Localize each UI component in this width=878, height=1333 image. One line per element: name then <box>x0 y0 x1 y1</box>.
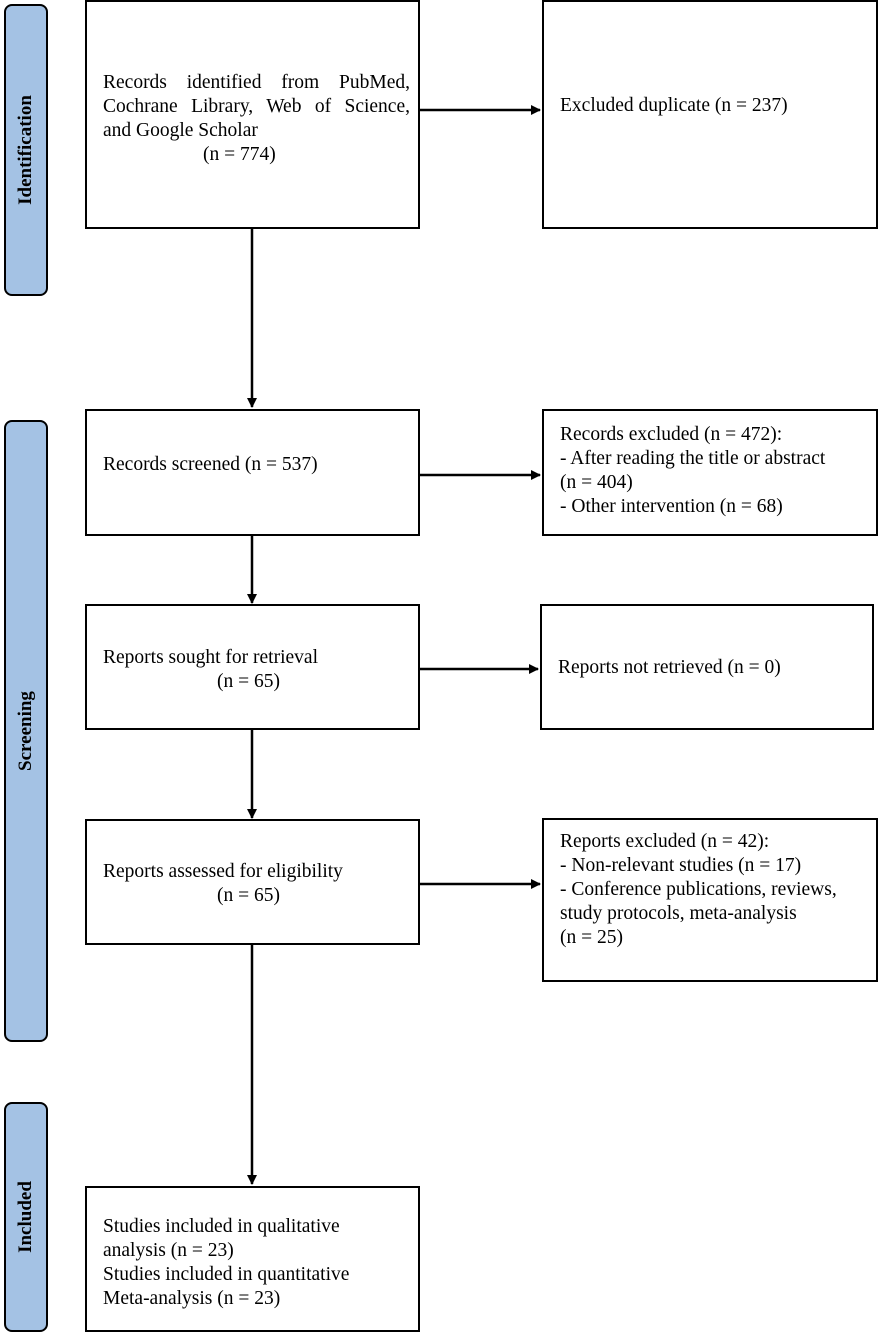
records-excluded-box: Records excluded (n = 472): - After read… <box>542 409 878 536</box>
reports-excluded-reason-2-count: (n = 25) <box>560 927 623 948</box>
phase-included: Included <box>4 1102 48 1332</box>
records-screened-text: Records screened (n = 537) <box>103 454 318 475</box>
reports-sought-count: (n = 65) <box>217 671 280 692</box>
reports-sought-box: Reports sought for retrieval (n = 65) <box>85 604 420 730</box>
reports-sought-text: Reports sought for retrieval <box>103 647 318 668</box>
reports-assessed-count: (n = 65) <box>217 885 280 906</box>
phase-screening: Screening <box>4 420 48 1042</box>
records-excluded-reason-2: - Other intervention (n = 68) <box>560 496 783 517</box>
studies-included-qualitative: Studies included in qualitative <box>103 1216 340 1237</box>
reports-assessed-box: Reports assessed for eligibility (n = 65… <box>85 819 420 945</box>
records-identified-line-1: Records identified from PubMed, <box>103 72 410 93</box>
studies-included-qualitative-count: analysis (n = 23) <box>103 1240 234 1261</box>
reports-not-retrieved-text: Reports not retrieved (n = 0) <box>558 657 781 678</box>
records-identified-box: Records identified from PubMed, Cochrane… <box>85 0 420 229</box>
reports-excluded-reason-2: - Conference publications, reviews, <box>560 879 837 900</box>
reports-excluded-title: Reports excluded (n = 42): <box>560 831 770 852</box>
reports-not-retrieved-box: Reports not retrieved (n = 0) <box>540 604 874 730</box>
records-identified-line-2: Cochrane Library, Web of Science, <box>103 96 410 117</box>
reports-excluded-box: Reports excluded (n = 42): - Non-relevan… <box>542 818 878 982</box>
excluded-duplicate-text: Excluded duplicate (n = 237) <box>560 95 788 116</box>
phase-identification: Identification <box>4 4 48 296</box>
studies-included-box: Studies included in qualitative analysis… <box>85 1186 420 1332</box>
reports-assessed-text: Reports assessed for eligibility <box>103 861 343 882</box>
records-screened-box: Records screened (n = 537) <box>85 409 420 536</box>
records-excluded-title: Records excluded (n = 472): <box>560 424 783 445</box>
excluded-duplicate-box: Excluded duplicate (n = 237) <box>542 0 878 229</box>
reports-excluded-reason-2-cont: study protocols, meta-analysis <box>560 903 797 924</box>
studies-included-quantitative: Studies included in quantitative <box>103 1264 350 1285</box>
records-excluded-reason-1: - After reading the title or abstract <box>560 448 826 469</box>
records-excluded-reason-1-count: (n = 404) <box>560 472 633 493</box>
reports-excluded-reason-1: - Non-relevant studies (n = 17) <box>560 855 802 876</box>
studies-included-quantitative-count: Meta-analysis (n = 23) <box>103 1288 281 1309</box>
records-identified-count: (n = 774) <box>203 144 276 165</box>
records-identified-line-3: and Google Scholar <box>103 120 258 141</box>
